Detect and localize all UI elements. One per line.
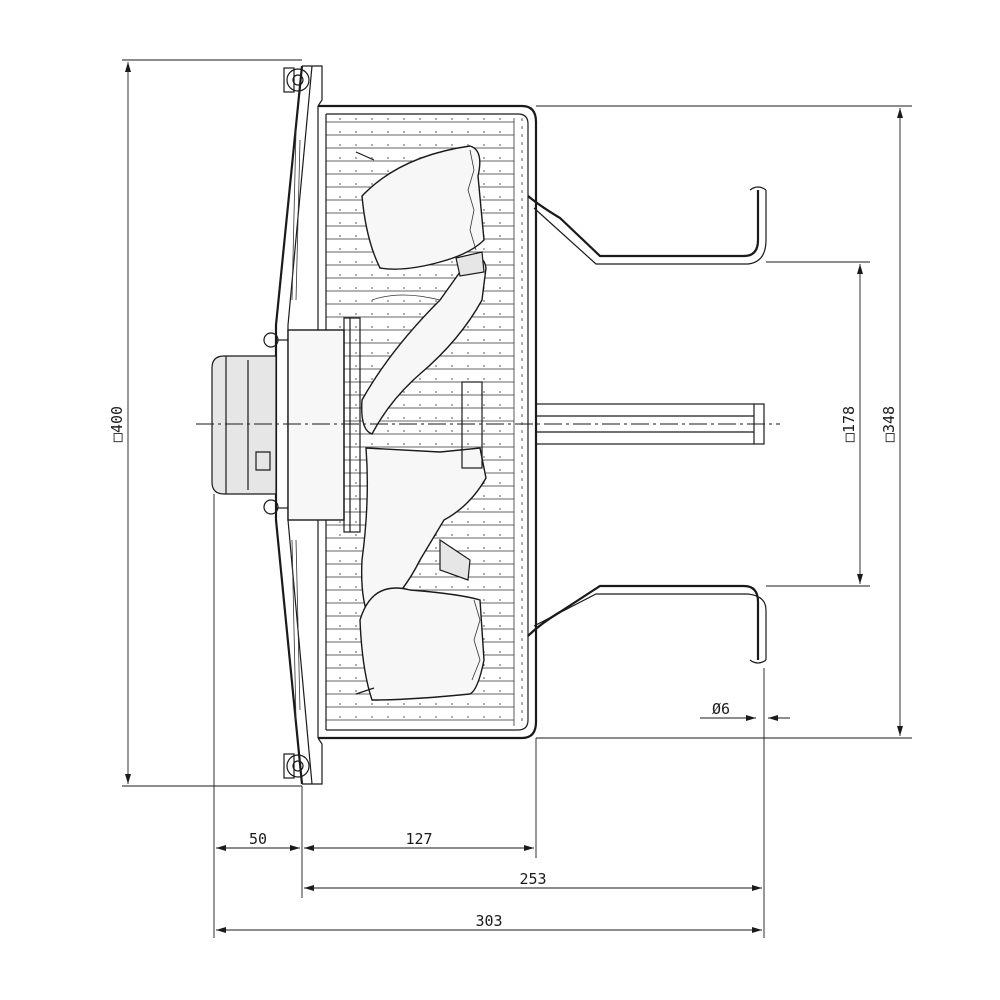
- dim-flange-to-guard-end: 253: [519, 870, 546, 888]
- dim-guard-depth: 127: [405, 830, 432, 848]
- dim-guard-outer: □348: [880, 406, 898, 442]
- dim-mount-spacing: □178: [840, 406, 858, 442]
- impeller: [355, 145, 487, 701]
- dim-wire-diameter: Ø6: [712, 700, 730, 718]
- motor: [211, 317, 361, 533]
- dim-motor-depth: 50: [249, 830, 267, 848]
- dim-overall-height: □400: [108, 406, 126, 442]
- dimension-lines: [122, 59, 912, 938]
- mounting-legs: [527, 186, 767, 664]
- dim-overall-depth: 303: [475, 912, 502, 930]
